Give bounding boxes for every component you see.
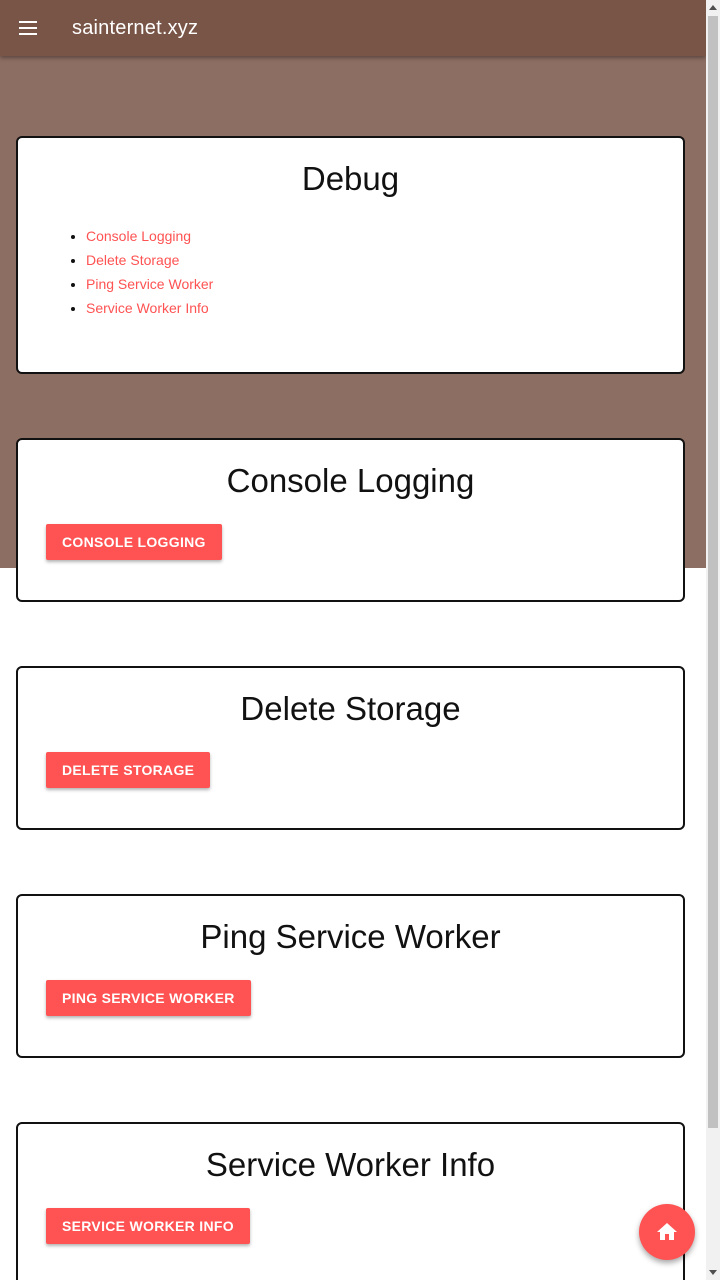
console-logging-card: Console Logging CONSOLE LOGGING (16, 438, 685, 602)
delete-storage-card: Delete Storage DELETE STORAGE (16, 666, 685, 830)
link-service-worker-info[interactable]: Service Worker Info (86, 300, 209, 316)
app-bar: sainternet.xyz (0, 0, 706, 56)
link-console-logging[interactable]: Console Logging (86, 228, 192, 244)
scrollbar-thumb[interactable] (708, 16, 718, 1128)
debug-heading: Debug (301, 160, 400, 197)
link-ping-service-worker[interactable]: Ping Service Worker (86, 276, 214, 292)
link-delete-storage[interactable]: Delete Storage (86, 252, 180, 268)
console-logging-heading: Console Logging (226, 462, 475, 499)
list-item: Delete Storage (86, 248, 683, 272)
list-item: Service Worker Info (86, 296, 683, 320)
scrollbar[interactable] (706, 0, 720, 1280)
ping-service-worker-button[interactable]: PING SERVICE WORKER (46, 980, 251, 1016)
home-fab-button[interactable] (639, 1204, 695, 1260)
ping-service-worker-heading: Ping Service Worker (200, 918, 501, 955)
list-item: Ping Service Worker (86, 272, 683, 296)
app-title: sainternet.xyz (72, 17, 199, 39)
home-icon (657, 1223, 677, 1240)
scroll-up-arrow-icon[interactable] (709, 5, 717, 10)
ping-service-worker-card: Ping Service Worker PING SERVICE WORKER (16, 894, 685, 1058)
service-worker-info-button[interactable]: SERVICE WORKER INFO (46, 1208, 250, 1244)
debug-link-list: Console Logging Delete Storage Ping Serv… (18, 224, 683, 320)
debug-card: Debug Console Logging Delete Storage Pin… (16, 136, 685, 374)
service-worker-info-card: Service Worker Info SERVICE WORKER INFO (16, 1122, 685, 1280)
menu-button[interactable] (8, 8, 48, 48)
service-worker-info-heading: Service Worker Info (205, 1146, 496, 1183)
console-logging-button[interactable]: CONSOLE LOGGING (46, 524, 222, 560)
menu-icon (19, 21, 37, 35)
delete-storage-heading: Delete Storage (240, 690, 461, 727)
list-item: Console Logging (86, 224, 683, 248)
delete-storage-button[interactable]: DELETE STORAGE (46, 752, 211, 788)
scroll-down-arrow-icon[interactable] (709, 1270, 717, 1275)
